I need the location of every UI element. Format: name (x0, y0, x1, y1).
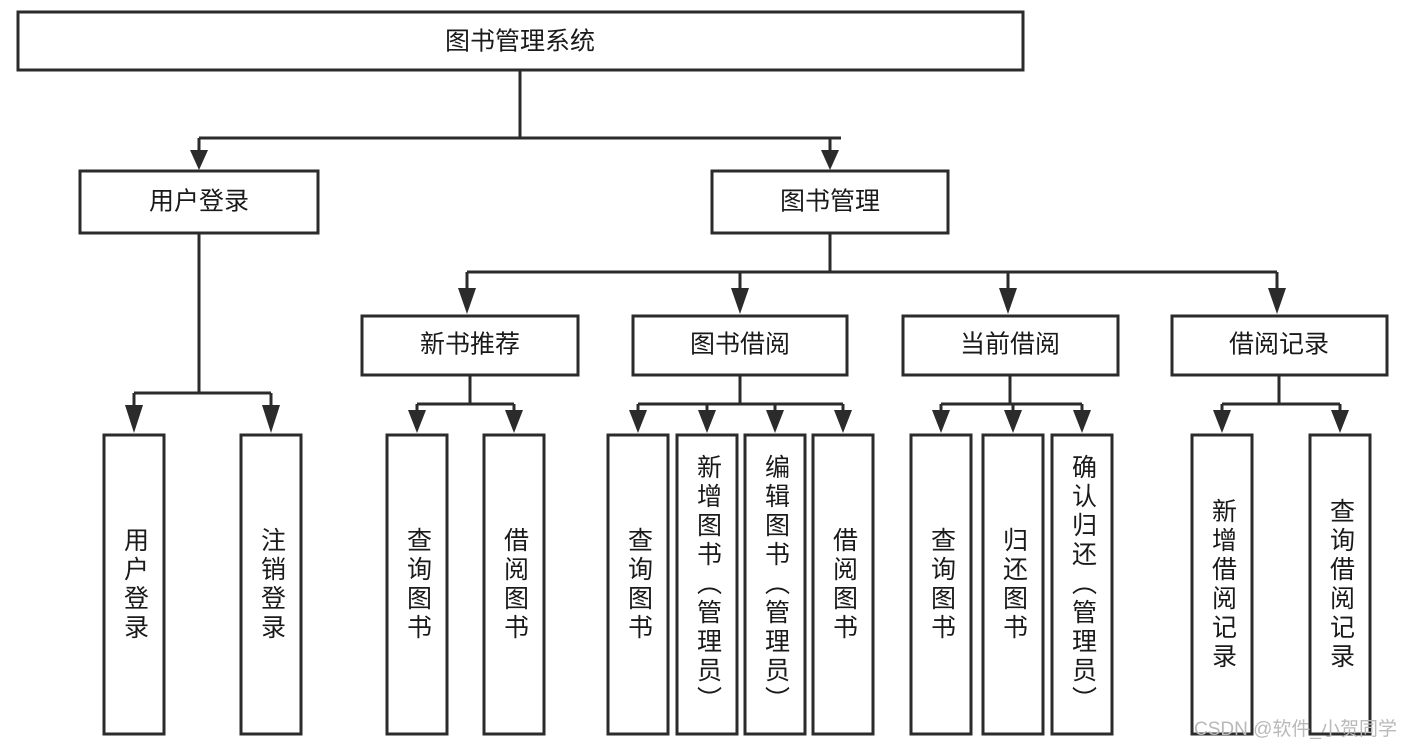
arrowhead-leaf-user-login (125, 405, 143, 433)
arrowhead-borrow-record (1268, 288, 1286, 314)
arrowhead-leaf-add-record (1213, 410, 1231, 433)
arrowhead-leaf-return-book (1004, 410, 1022, 433)
node-book-borrow-label: 图书借阅 (690, 331, 790, 359)
node-leaf-add-record-box[interactable] (1190, 433, 1254, 736)
node-user-login-box[interactable] (78, 169, 320, 235)
node-current-borrow-label: 当前借阅 (960, 331, 1060, 359)
node-leaf-query-book-3-box[interactable] (909, 433, 973, 736)
node-book-borrow-box[interactable] (631, 314, 849, 377)
node-borrow-record-box[interactable] (1170, 314, 1389, 377)
arrowhead-leaf-query-record (1331, 410, 1349, 433)
node-leaf-user-login-box[interactable] (102, 433, 166, 736)
node-leaf-query-record-box[interactable] (1308, 433, 1372, 736)
arrowhead-leaf-borrow-book-2 (834, 410, 852, 433)
arrowhead-leaf-borrow-book-1 (505, 410, 523, 433)
node-user-login-label: 用户登录 (149, 188, 249, 216)
arrowhead-new-book-recommend (458, 288, 476, 314)
connector-layer (125, 70, 1349, 433)
node-leaf-borrow-book-2-box[interactable] (811, 433, 875, 736)
arrowhead-book-borrow (731, 288, 749, 314)
arrowhead-leaf-edit-book (766, 410, 784, 433)
csdn-watermark: CSDN @软件_小贺同学 (1194, 719, 1397, 740)
arrowhead-leaf-query-book-3 (932, 410, 950, 433)
arrowhead-leaf-confirm-return (1073, 410, 1091, 433)
node-leaf-user-logout-box[interactable] (239, 433, 303, 736)
node-book-management-label: 图书管理 (780, 188, 880, 216)
arrowhead-leaf-add-book (698, 410, 716, 433)
arrowhead-leaf-user-logout (262, 405, 280, 433)
node-leaf-confirm-return-box[interactable] (1050, 433, 1114, 736)
arrowhead-book-management (821, 150, 839, 170)
arrowhead-user-login (190, 150, 208, 170)
node-leaf-return-book-box[interactable] (981, 433, 1045, 736)
node-layer: 图书管理系统 用户登录 图书管理 新书推荐 图书借阅 当前借阅 借阅记录 (16, 10, 1389, 736)
node-new-book-recommend-box[interactable] (360, 314, 580, 377)
arrowhead-leaf-query-book-2 (629, 410, 647, 433)
node-root-box[interactable] (16, 10, 1025, 72)
node-borrow-record-label: 借阅记录 (1229, 331, 1329, 359)
node-book-management-box[interactable] (710, 169, 950, 235)
node-leaf-add-book-box[interactable] (675, 433, 739, 736)
arrowhead-current-borrow (999, 288, 1017, 314)
node-leaf-query-book-2-box[interactable] (606, 433, 670, 736)
node-new-book-recommend-label: 新书推荐 (420, 331, 520, 359)
node-leaf-borrow-book-1-box[interactable] (482, 433, 546, 736)
node-leaf-edit-book-box[interactable] (743, 433, 807, 736)
arrowhead-leaf-query-book-1 (408, 410, 426, 433)
node-leaf-query-book-1-box[interactable] (385, 433, 449, 736)
node-current-borrow-box[interactable] (901, 314, 1120, 377)
node-root-label: 图书管理系统 (445, 28, 595, 56)
